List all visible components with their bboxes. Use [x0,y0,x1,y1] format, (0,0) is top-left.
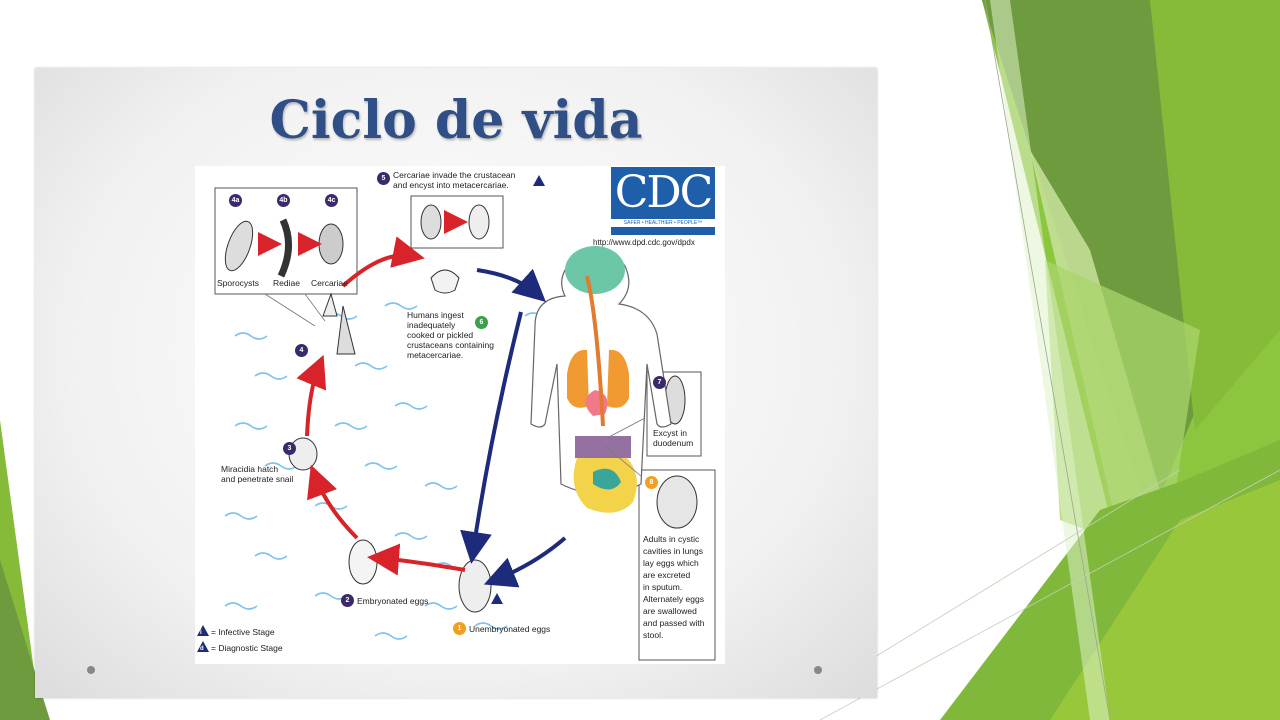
stage-8-label-line8: and passed with [643,618,705,628]
stage-1-label: Unembryonated eggs [469,624,551,634]
cdc-url: http://www.dpd.cdc.gov/dpdx [593,238,695,247]
stage-4b-badge: 4b [277,194,290,207]
cercariae-label: Cercariae [311,278,348,288]
stage-4a-badge: 4a [229,194,242,207]
stage-4c-badge: 4c [325,194,338,207]
stage-8-label-line1: Adults in cystic [643,534,700,544]
stage-6-label-line3: cooked or pickled [407,330,474,340]
stage-1-badge: 1 [453,622,466,635]
corner-dot-left [87,666,95,674]
stage-8-label-line5: in sputum. [643,582,683,592]
stage-8-label-line3: lay eggs which [643,558,699,568]
stage-8-badge: 8 [645,476,658,489]
stage-8-label-line2: cavities in lungs [643,546,704,556]
rediae-label: Rediae [273,278,300,288]
cdc-tagline: SAFER • HEALTHIER • PEOPLE™ [611,219,715,227]
stage-5-badge: 5 [377,172,390,185]
stage-8-label-line4: are excreted [643,570,691,580]
stage-3-label-line1: Miracidia hatch [221,464,279,474]
stage-2-badge: 2 [341,594,354,607]
cdc-logo: CDC SAFER • HEALTHIER • PEOPLE™ [611,167,715,235]
human-figure [530,246,672,513]
stage-7-label-line1: Excyst in [653,428,688,438]
stage-8-label-line6: Alternately eggs [643,594,704,604]
stage-6-label-line5: metacercariae. [407,350,464,360]
stage-6-label-line4: crustaceans containing [407,340,494,350]
stage-7-badge: 7 [653,376,666,389]
sporocysts-label: Sporocysts [217,278,260,288]
stage-6-label-line1: Humans ingest [407,310,464,320]
infective-symbol: i [200,630,202,636]
stage-8-label-line7: are swallowed [643,606,697,616]
stage-3-badge: 3 [283,442,296,455]
stage-5-label-line2: and encyst into metacercariae. [393,180,509,190]
stage-8-label-line9: stool. [643,630,664,640]
lifecycle-diagram: CDC SAFER • HEALTHIER • PEOPLE™ http://w… [195,166,725,664]
stage-4-badge: 4 [295,344,308,357]
stage-7-label-line2: duodenum [653,438,694,448]
stage-6-badge: 6 [475,316,488,329]
corner-dot-right [814,666,822,674]
diagnostic-symbol: d [200,646,204,652]
legend-infective: = Infective Stage [211,627,275,637]
slide-title: Ciclo de vida [269,90,643,151]
stage-5-label-line1: Cercariae invade the crustacean [393,170,516,180]
stage-3-label-line2: and penetrate snail [221,474,294,484]
stage-6-label-line2: inadequately [407,320,456,330]
legend-diagnostic: = Diagnostic Stage [211,643,283,653]
stage-2-label: Embryonated eggs [357,596,429,606]
cdc-logo-text: CDC [614,167,714,218]
lifecycle-slide-image: Ciclo de vida [35,68,877,698]
